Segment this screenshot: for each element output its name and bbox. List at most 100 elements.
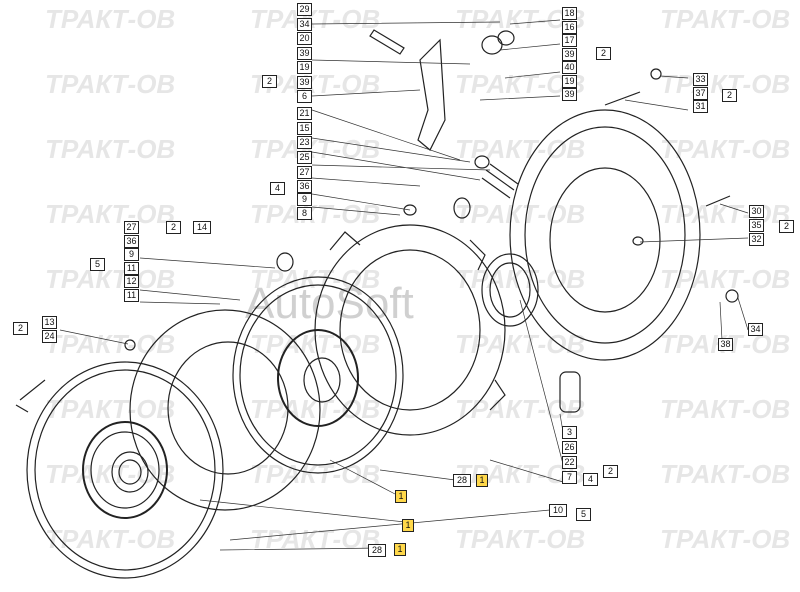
watermark-text: ТРАКТ-ОВ — [250, 394, 380, 424]
callout-label: 39 — [297, 75, 312, 89]
callout-label: 23 — [297, 136, 312, 149]
watermark-text: ТРАКТ-ОВ — [455, 199, 585, 229]
pressure-plate — [314, 224, 506, 436]
callout-label: 25 — [297, 150, 312, 164]
callout-label: 21 — [297, 107, 312, 120]
watermark-center-text: AutoSoft — [245, 279, 414, 328]
callout-label: 17 — [562, 34, 577, 47]
callout-label: 6 — [297, 90, 312, 103]
callout-label: 11 — [124, 261, 139, 275]
callout-label: 35 — [749, 219, 764, 232]
watermark-text: ТРАКТ-ОВ — [660, 394, 790, 424]
callout-label: 2 — [596, 47, 611, 60]
callout-label: 36 — [297, 179, 312, 193]
watermark-text: ТРАКТ-ОВ — [250, 589, 380, 592]
callout-label: 15 — [297, 121, 312, 135]
callout-label: 5 — [576, 508, 591, 521]
watermark-text: ТРАКТ-ОВ — [45, 199, 175, 229]
callout-label: 36 — [124, 234, 139, 248]
retainer-ring — [481, 253, 539, 327]
watermark-text: ТРАКТ-ОВ — [660, 589, 790, 592]
watermark-text: ТРАКТ-ОВ — [45, 4, 175, 34]
callout-label: 37 — [693, 86, 708, 100]
callout-label: 2 — [13, 322, 28, 335]
callout-label: 4 — [270, 182, 285, 195]
callout-label: 20 — [297, 32, 312, 45]
callout-label: 11 — [124, 288, 139, 302]
callout-label: 38 — [718, 338, 733, 351]
callout-label: 8 — [297, 206, 312, 220]
callout-label: 28 — [453, 474, 471, 487]
callout-label: 3 — [562, 426, 577, 439]
callout-label: 1 — [394, 543, 406, 556]
callout-label: 12 — [124, 275, 139, 288]
callout-label: 31 — [693, 100, 708, 113]
callout-label: 9 — [124, 248, 139, 261]
callout-label: 18 — [562, 7, 577, 20]
callout-label: 13 — [42, 316, 57, 329]
callout-label: 5 — [90, 258, 105, 271]
watermark-text: ТРАКТ-ОВ — [250, 134, 380, 164]
watermark-text: ТРАКТ-ОВ — [45, 459, 175, 489]
callout-label: 33 — [693, 73, 708, 86]
watermark-text: ТРАКТ-ОВ — [660, 4, 790, 34]
watermark-text: ТРАКТ-ОВ — [250, 199, 380, 229]
callout-label: 1 — [402, 519, 414, 532]
callout-label: 19 — [562, 74, 577, 88]
watermark-text: ТРАКТ-ОВ — [455, 524, 585, 554]
callout-label: 32 — [749, 233, 764, 246]
callout-label: 34 — [748, 323, 763, 336]
small-parts — [15, 29, 739, 413]
leader-lines — [59, 19, 749, 551]
callout-label: 19 — [297, 61, 312, 74]
watermark-text: ТРАКТ-ОВ — [45, 134, 175, 164]
callout-label: 29 — [297, 3, 312, 16]
watermark-text: ТРАКТ-ОВ — [45, 264, 175, 294]
release-lever — [417, 30, 515, 151]
callout-label: 34 — [297, 17, 312, 31]
flywheel-ring — [129, 309, 321, 511]
callout-label: 1 — [476, 474, 488, 487]
watermark-text: ТРАКТ-ОВ — [660, 264, 790, 294]
callout-label: 1 — [395, 490, 407, 503]
callout-label: 39 — [297, 46, 312, 60]
callout-label: 39 — [562, 88, 577, 101]
callout-label: 39 — [562, 47, 577, 61]
watermark-text: ТРАКТ-ОВ — [250, 4, 380, 34]
callout-label: 27 — [124, 221, 139, 234]
callout-label: 26 — [562, 441, 577, 454]
callout-label: 27 — [297, 166, 312, 179]
callout-label: 2 — [262, 75, 277, 88]
callout-label: 2 — [722, 89, 737, 102]
watermark-text: ТРАКТ-ОВ — [45, 69, 175, 99]
callout-label: 22 — [562, 456, 577, 469]
callout-label: 9 — [297, 193, 312, 206]
callout-label: 24 — [42, 330, 57, 343]
callout-label: 2 — [603, 465, 618, 478]
callout-label: 40 — [562, 61, 577, 74]
callout-label: 10 — [549, 504, 567, 517]
callout-label: 2 — [166, 221, 181, 234]
watermark-text: ТРАКТ-ОВ — [455, 589, 585, 592]
callout-label: 28 — [368, 544, 386, 557]
clutch-cover — [509, 109, 701, 361]
watermark-text: ТРАКТ-ОВ — [660, 134, 790, 164]
watermark-text: ТРАКТ-ОВ — [250, 459, 380, 489]
watermark-text: ТРАКТ-ОВ — [660, 524, 790, 554]
callout-label: 30 — [749, 205, 764, 218]
watermark-text: ТРАКТ-ОВ — [455, 264, 585, 294]
callout-label: 14 — [193, 221, 211, 234]
callout-label: 2 — [779, 220, 794, 233]
driven-disc-rear — [232, 276, 404, 474]
callout-label: 4 — [583, 473, 598, 486]
callout-label: 16 — [562, 20, 577, 34]
driven-disc-front — [26, 361, 224, 579]
watermark-text: ТРАКТ-ОВ — [455, 394, 585, 424]
watermark-text: ТРАКТ-ОВ — [660, 459, 790, 489]
watermark-text: ТРАКТ-ОВ — [455, 134, 585, 164]
watermark-text: ТРАКТ-ОВ — [45, 589, 175, 592]
watermark-text: ТРАКТ-ОВ — [45, 394, 175, 424]
callout-label: 7 — [562, 471, 577, 484]
